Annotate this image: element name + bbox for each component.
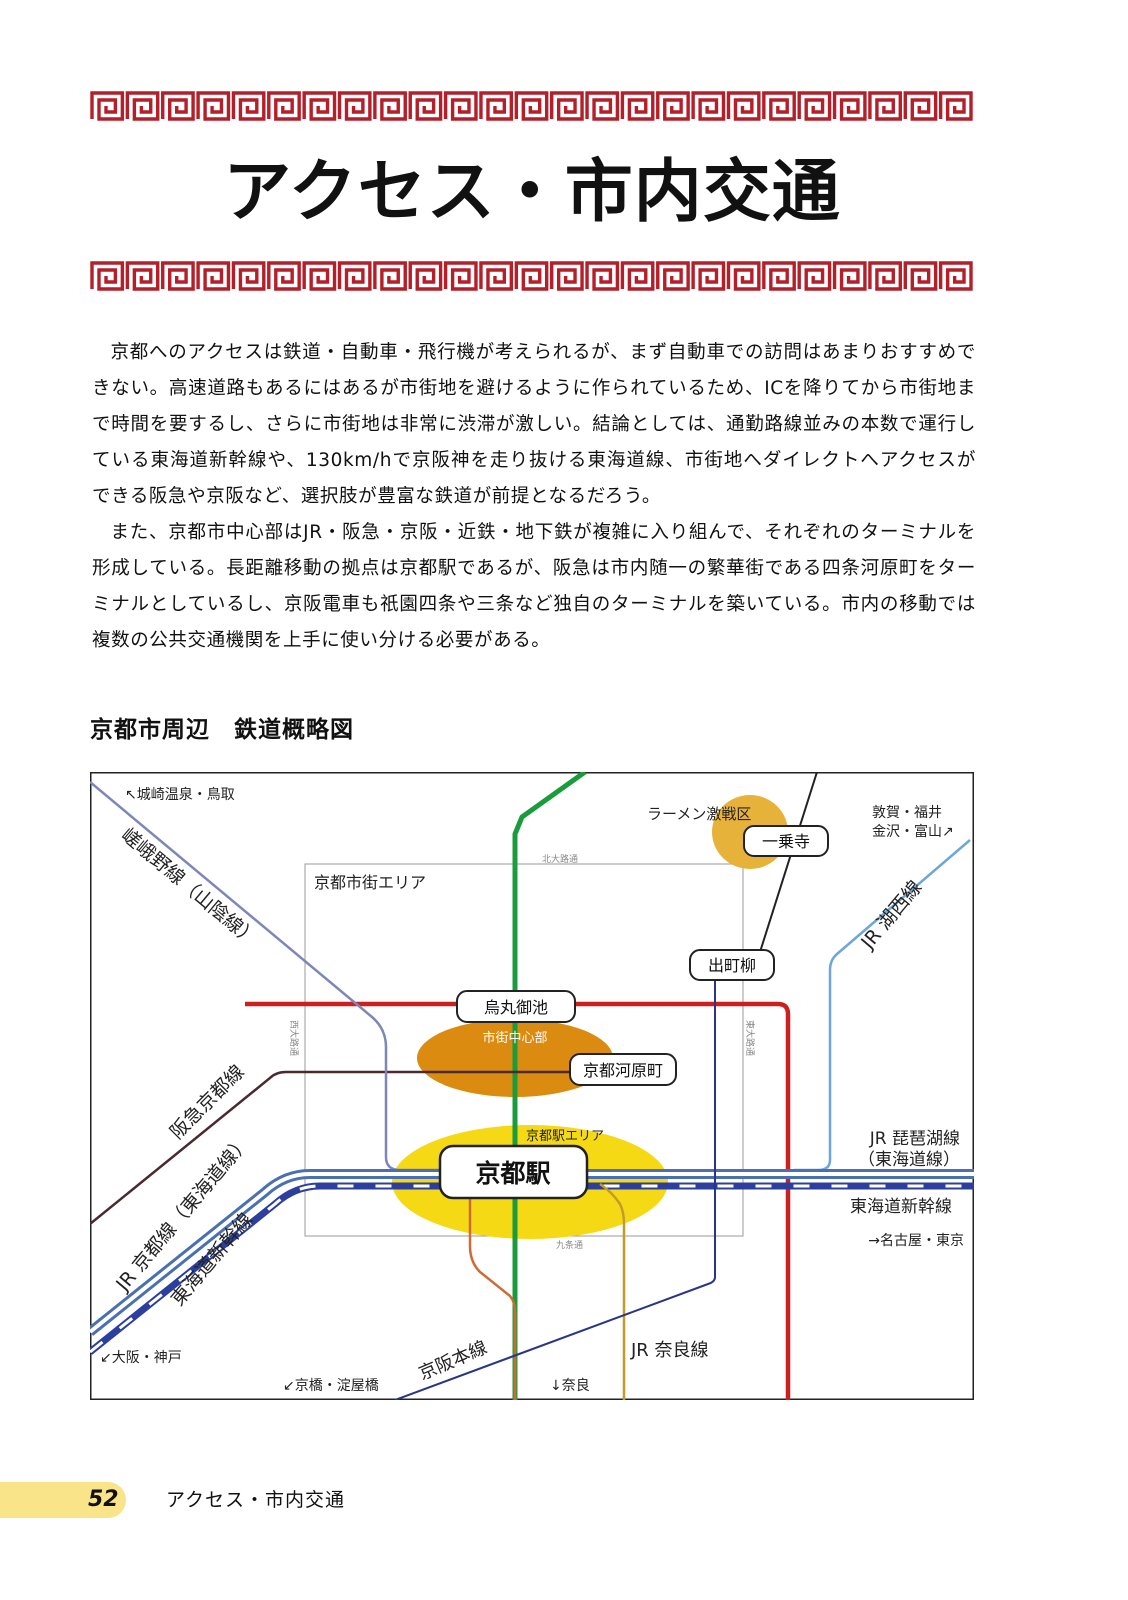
fret-unit <box>832 91 867 121</box>
shinkansen-right-label: 東海道新幹線 <box>850 1196 952 1217</box>
fret-unit <box>903 91 938 121</box>
ramen-area-label: ラーメン激戦区 <box>647 805 751 823</box>
kujo-street-label: 九条通 <box>556 1239 583 1251</box>
direction-kinosaki-label: ↖城崎温泉・鳥取 <box>125 786 235 803</box>
fret-unit <box>125 261 160 291</box>
fret-unit <box>90 261 125 291</box>
fret-unit <box>161 261 195 291</box>
fret-unit <box>514 91 549 121</box>
kintetsu-line <box>468 1197 517 1400</box>
fret-unit <box>868 261 902 291</box>
fret-unit <box>373 91 407 121</box>
fret-unit <box>549 91 584 121</box>
footer-section-title: アクセス・市内交通 <box>166 1489 346 1511</box>
hankyu-kyoto-line <box>90 1070 670 1225</box>
station-kyoto[interactable]: 京都駅 <box>438 1144 589 1200</box>
fret-unit <box>585 91 620 121</box>
page-title: アクセス・市内交通 <box>223 153 841 232</box>
fret-unit <box>726 91 761 121</box>
paragraph-1: 京都へのアクセスは鉄道・自動車・飛行機が考えられるが、まず自動車での訪問はあまり… <box>92 342 976 507</box>
station-ichijoji-label: 一乗寺 <box>762 832 810 851</box>
fret-unit <box>408 91 443 121</box>
footer-tab <box>0 1482 126 1518</box>
fret-border-bottom <box>90 261 973 291</box>
fret-unit <box>231 91 266 121</box>
fret-unit <box>443 91 478 121</box>
jr-nara-line-label: JR 奈良線 <box>630 1340 709 1361</box>
fret-unit <box>302 91 337 121</box>
fret-unit <box>373 261 407 291</box>
fret-unit <box>479 91 514 121</box>
fret-unit <box>337 91 372 121</box>
fret-unit <box>302 261 337 291</box>
railway-map: ↖城崎温泉・鳥取 ラーメン激戦区 敦賀・福井 金沢・富山↗ 京都市街エリア 北大… <box>90 772 974 1400</box>
fret-unit <box>337 261 372 291</box>
paragraph-2: また、京都市中心部はJR・阪急・京阪・近鉄・地下鉄が複雑に入り組んで、それぞれの… <box>92 522 976 651</box>
fret-unit <box>938 91 973 121</box>
fret-unit <box>797 91 832 121</box>
kitaoji-street-label: 北大路通 <box>542 853 578 865</box>
station-ichijoji[interactable]: 一乗寺 <box>743 825 829 857</box>
fret-unit <box>161 91 195 121</box>
station-demachiyanagi-label: 出町柳 <box>708 956 756 975</box>
fret-unit <box>408 261 443 291</box>
fret-unit <box>762 261 796 291</box>
station-karasuma-oike-label: 烏丸御池 <box>484 998 548 1017</box>
fret-unit <box>585 261 620 291</box>
fret-unit <box>231 261 266 291</box>
fret-unit <box>479 261 514 291</box>
fret-unit <box>443 261 478 291</box>
biwako-line-label-2: （東海道線） <box>858 1150 960 1170</box>
fret-unit <box>903 261 938 291</box>
fret-unit <box>938 261 973 291</box>
station-demachiyanagi[interactable]: 出町柳 <box>689 949 775 981</box>
fret-unit <box>125 91 160 121</box>
fret-unit <box>90 91 125 121</box>
fret-unit <box>832 261 867 291</box>
keihan-main-line <box>394 962 716 1400</box>
nishioji-street-label: 西大路通 <box>288 1020 300 1056</box>
direction-nagoya-label: →名古屋・東京 <box>868 1233 964 1249</box>
direction-tsuruga-label-2: 金沢・富山↗ <box>872 823 954 840</box>
fret-unit <box>549 261 584 291</box>
station-area-label: 京都駅エリア <box>526 1129 604 1144</box>
fret-unit <box>762 91 796 121</box>
higashioji-street-label: 東大路通 <box>744 1020 756 1056</box>
fret-unit <box>620 91 655 121</box>
fret-unit <box>267 91 301 121</box>
fret-unit <box>267 261 301 291</box>
fret-unit <box>514 261 549 291</box>
station-kyoto-label: 京都駅 <box>475 1159 550 1188</box>
fret-unit <box>196 261 231 291</box>
direction-tsuruga-label-1: 敦賀・福井 <box>872 805 942 821</box>
fret-unit <box>726 261 761 291</box>
eizan-line <box>759 772 818 953</box>
station-karasuma-oike[interactable]: 烏丸御池 <box>456 990 576 1023</box>
fret-border-top <box>90 91 973 121</box>
fret-unit <box>868 91 902 121</box>
fret-unit <box>691 91 726 121</box>
subway-tozai-line <box>245 1001 791 1400</box>
center-area-label: 市街中心部 <box>482 1030 547 1046</box>
direction-nara-label: ↓奈良 <box>550 1378 590 1394</box>
fret-unit <box>797 261 832 291</box>
intro-text: 京都へのアクセスは鉄道・自動車・飛行機が考えられるが、まず自動車での訪問はあまり… <box>92 335 976 659</box>
subway-karasuma-line <box>512 772 587 1400</box>
page-number: 52 <box>88 1487 119 1512</box>
station-kyoto-kawaramachi-label: 京都河原町 <box>583 1061 663 1080</box>
shinkansen-line-dash <box>90 1184 974 1354</box>
direction-osaka-label: ↙大阪・神戸 <box>100 1350 182 1366</box>
fret-unit <box>691 261 726 291</box>
biwako-line-label-1: JR 琵琶湖線 <box>869 1129 960 1149</box>
fret-unit <box>196 91 231 121</box>
jr-kyoto-line-inner <box>90 1172 974 1334</box>
direction-kyobashi-label: ↙京橋・淀屋橋 <box>283 1378 379 1394</box>
map-heading: 京都市周辺 鉄道概略図 <box>90 717 354 743</box>
jr-nara-line <box>599 1182 626 1400</box>
fret-unit <box>656 91 690 121</box>
city-area-label: 京都市街エリア <box>314 873 426 892</box>
fret-unit <box>620 261 655 291</box>
station-kyoto-kawaramachi[interactable]: 京都河原町 <box>569 1053 677 1086</box>
fret-unit <box>656 261 690 291</box>
